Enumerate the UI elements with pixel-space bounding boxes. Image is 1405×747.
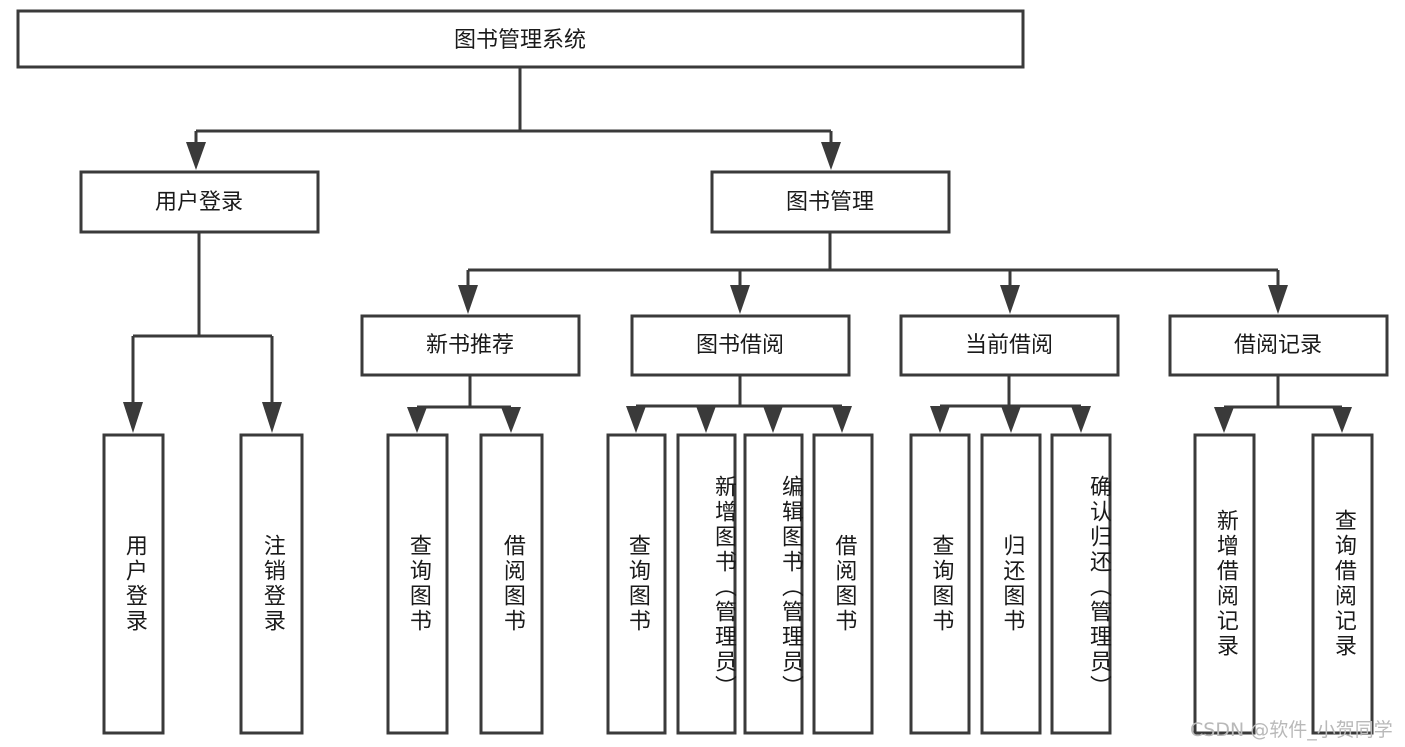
node-current-borrow[interactable] bbox=[899, 314, 1120, 377]
arrowhead-leaf-query-book-1 bbox=[407, 407, 427, 433]
node-leaf-return-book[interactable] bbox=[980, 433, 1042, 735]
arrowhead-book-management bbox=[821, 142, 841, 170]
watermark-text: CSDN @软件_小贺同学 bbox=[1190, 719, 1393, 741]
arrowhead-book-borrow bbox=[730, 285, 750, 314]
node-leaf-query-book-3[interactable] bbox=[909, 433, 971, 735]
arrowhead-current-borrow bbox=[1000, 285, 1020, 314]
arrowhead-leaf-confirm-return bbox=[1071, 406, 1091, 433]
node-borrow-record-label: 借阅记录 bbox=[1234, 333, 1322, 358]
node-leaf-query-borrow-record[interactable] bbox=[1311, 433, 1374, 735]
node-book-management-system[interactable] bbox=[16, 9, 1025, 69]
node-book-borrow[interactable] bbox=[630, 314, 851, 377]
node-new-book-recommend[interactable] bbox=[360, 314, 581, 377]
node-book-management[interactable] bbox=[710, 170, 951, 234]
arrowhead-new-book-recommend bbox=[458, 285, 478, 314]
arrowhead-user-login bbox=[186, 142, 206, 170]
arrowhead-leaf-query-borrow-record bbox=[1332, 407, 1352, 433]
arrowhead-leaf-query-book-2 bbox=[626, 406, 646, 433]
node-leaf-borrow-book-2[interactable] bbox=[812, 433, 874, 735]
node-book-management-label: 图书管理 bbox=[786, 190, 874, 215]
node-leaf-add-borrow-record[interactable] bbox=[1193, 433, 1256, 735]
arrowhead-leaf-borrow-book-1 bbox=[501, 407, 521, 433]
arrowhead-leaf-add-borrow-record bbox=[1214, 407, 1234, 433]
node-borrow-record[interactable] bbox=[1168, 314, 1389, 377]
node-user-login-label: 用户登录 bbox=[155, 190, 243, 215]
arrowhead-leaf-add-book bbox=[696, 406, 716, 433]
node-leaf-borrow-book-1[interactable] bbox=[479, 433, 544, 735]
node-leaf-query-book-1[interactable] bbox=[386, 433, 449, 735]
arrowhead-leaf-edit-book bbox=[763, 406, 783, 433]
node-leaf-edit-book[interactable] bbox=[743, 433, 804, 735]
node-leaf-add-book[interactable] bbox=[676, 433, 737, 735]
node-leaf-query-book-2[interactable] bbox=[606, 433, 667, 735]
node-book-borrow-label: 图书借阅 bbox=[696, 333, 784, 358]
arrowhead-leaf-user-login bbox=[123, 402, 143, 433]
node-current-borrow-label: 当前借阅 bbox=[965, 333, 1053, 358]
arrowhead-leaf-borrow-book-2 bbox=[832, 406, 852, 433]
node-book-management-system-label: 图书管理系统 bbox=[454, 28, 586, 53]
node-leaf-logout-login[interactable] bbox=[239, 433, 304, 735]
arrowhead-leaf-return-book bbox=[1001, 406, 1021, 433]
arrowhead-leaf-query-book-3 bbox=[930, 406, 950, 433]
node-leaf-user-login[interactable] bbox=[102, 433, 165, 735]
arrowhead-borrow-record bbox=[1268, 285, 1288, 314]
node-new-book-recommend-label: 新书推荐 bbox=[426, 333, 514, 358]
arrowhead-leaf-logout-login bbox=[262, 402, 282, 433]
node-leaf-confirm-return[interactable] bbox=[1050, 433, 1112, 735]
